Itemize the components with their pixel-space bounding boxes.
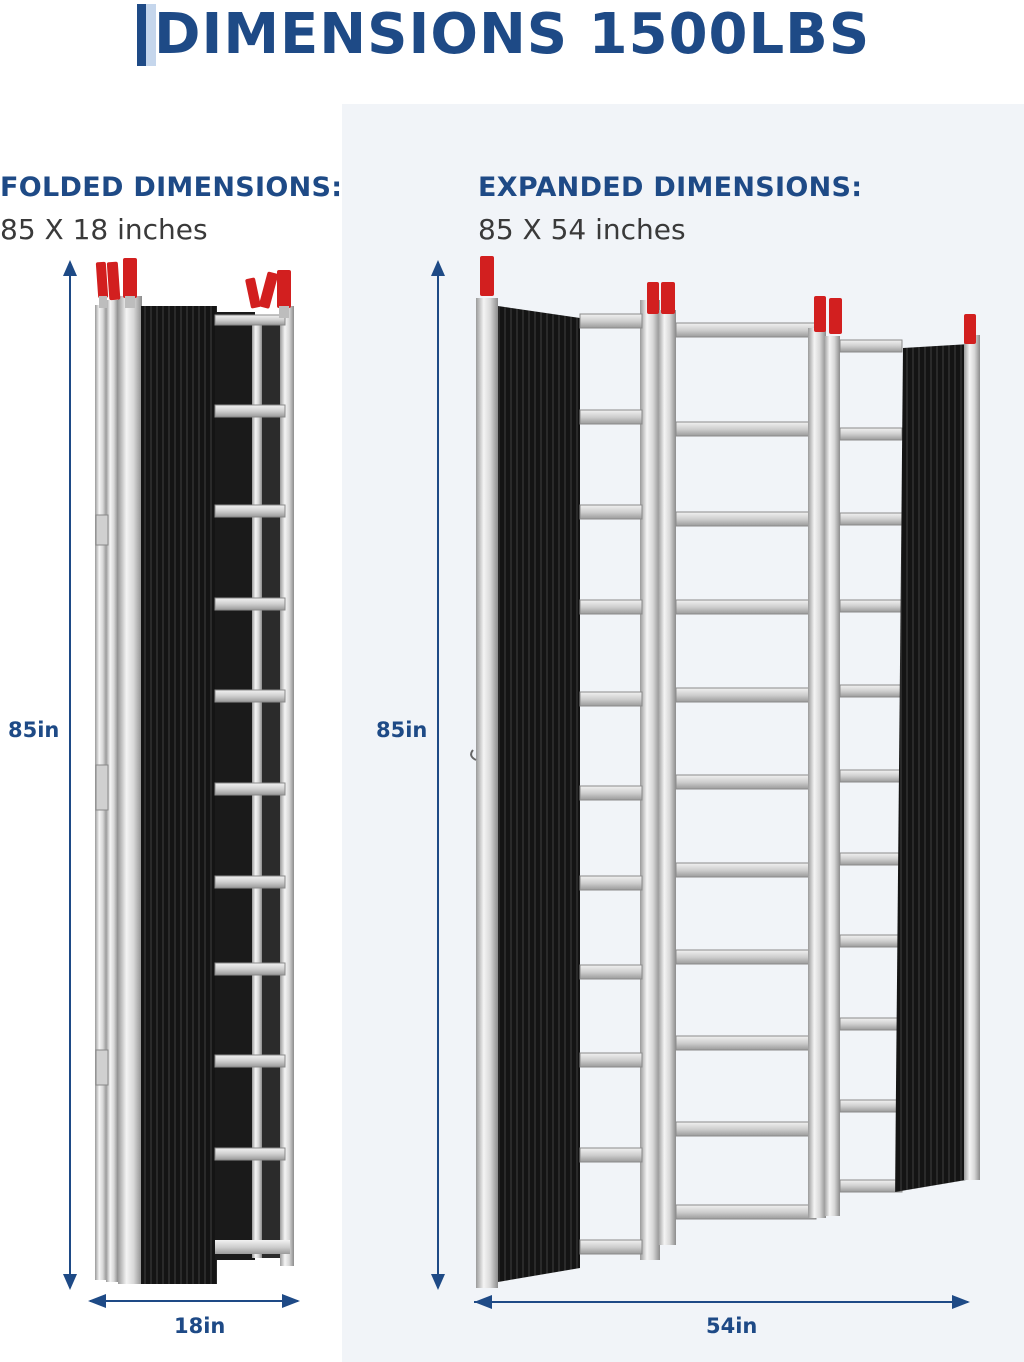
folded-heading: FOLDED DIMENSIONS: bbox=[0, 172, 343, 203]
folded-size: 85 X 18 inches bbox=[0, 213, 208, 246]
folded-height-arrow bbox=[63, 260, 77, 1290]
folded-height-label: 85in bbox=[8, 715, 60, 745]
expanded-height-label: 85in bbox=[376, 715, 428, 745]
expanded-size: 85 X 54 inches bbox=[478, 213, 686, 246]
folded-ramp bbox=[95, 258, 294, 1284]
expanded-height-arrow bbox=[431, 260, 445, 1290]
expanded-heading: EXPANDED DIMENSIONS: bbox=[478, 172, 863, 203]
expanded-ramp bbox=[470, 256, 980, 1288]
folded-width-label: 18in bbox=[174, 1314, 226, 1338]
expanded-width-arrow bbox=[474, 1295, 970, 1309]
expanded-width-label: 54in bbox=[706, 1314, 758, 1338]
folded-width-arrow bbox=[88, 1294, 300, 1308]
page-title: DIMENSIONS 1500LBS bbox=[154, 2, 871, 67]
title-accent-bar bbox=[137, 4, 156, 66]
